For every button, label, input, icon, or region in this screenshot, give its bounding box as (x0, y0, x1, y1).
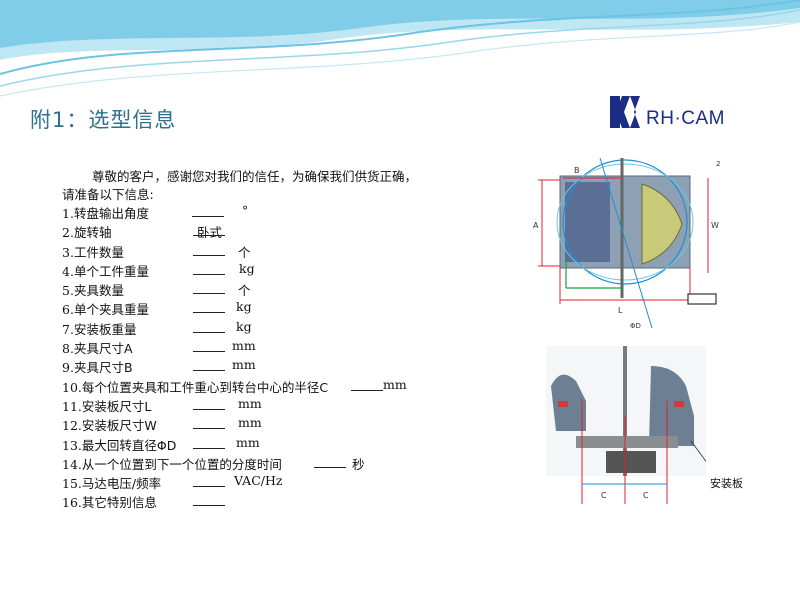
item-label: 每个位置夹具和工件重心到转台中心的半径C (81, 379, 329, 395)
unit-label: mm (232, 357, 256, 373)
item-label: 单个夹具重量 (73, 302, 149, 318)
fixture-left-shape (565, 182, 610, 262)
center-post (623, 346, 627, 476)
unit-label: kg (236, 299, 252, 315)
item-label: 夹具数量 (73, 283, 124, 299)
item-label: 最大回转直径ΦD (81, 437, 177, 453)
answer-field[interactable] (192, 216, 224, 217)
form-item-9: 9.夹具尺寸B mm (62, 357, 256, 376)
answer-field[interactable] (193, 428, 225, 430)
label-corner: 2 (716, 160, 720, 168)
form-item-12: 12.安装板尺寸W mm (62, 415, 262, 434)
unit-label: kg (239, 260, 255, 276)
item-label: 旋转轴 (73, 225, 112, 241)
answer-field[interactable] (193, 351, 225, 353)
left-fixture-shape (551, 374, 586, 431)
logo-text: RH·CAM (646, 108, 725, 129)
label-a: A (533, 221, 539, 230)
intro-paragraph: 尊敬的客户，感谢您对我们的信任，为确保我们供货正确， 请准备以下信息: (62, 168, 442, 204)
item-label: 工件数量 (73, 244, 124, 260)
label-w: W (711, 221, 719, 230)
unit-label: 个 (238, 283, 251, 299)
item-label: 安装板尺寸W (81, 418, 157, 434)
base-plate-shape (576, 436, 678, 448)
unit-label: ° (242, 203, 249, 218)
selection-form: 1.转盘输出角度 ° 2.旋转轴 卧式 3.工件数量 个 4.单个工件重量 kg… (62, 203, 407, 512)
form-item-15: 15.马达电压/频率 VAC/Hz (62, 473, 283, 492)
form-item-4: 4.单个工件重量 kg (62, 260, 255, 279)
form-item-2: 2.旋转轴 卧式 (62, 222, 328, 241)
answer-field[interactable] (193, 293, 225, 295)
page-title: 附1：选型信息 (30, 108, 177, 132)
header-wave-decoration (0, 0, 800, 97)
form-item-10: 10.每个位置夹具和工件重心到转台中心的半径C mm (62, 376, 407, 395)
fixture-front-diagram: C C (546, 346, 706, 504)
item-label: 安装板重量 (73, 321, 137, 337)
answer-underline (193, 235, 225, 237)
item-label: 夹具尺寸A (73, 341, 133, 357)
unit-label: 秒 (352, 456, 365, 472)
form-item-14: 14.从一个位置到下一个位置的分度时间 秒 (62, 454, 365, 473)
unit-label: mm (383, 376, 407, 392)
answer-field[interactable] (193, 486, 225, 488)
unit-label: kg (236, 318, 252, 334)
form-item-6: 6.单个夹具重量 kg (62, 299, 252, 318)
item-label: 马达电压/频率 (81, 476, 162, 492)
answer-field[interactable] (193, 273, 225, 275)
fixture-right-shape (641, 183, 683, 265)
form-item-11: 11.安装板尺寸L mm (62, 395, 262, 414)
unit-label: mm (238, 395, 262, 411)
item-label: 单个工件重量 (73, 263, 149, 279)
answer-field[interactable] (351, 389, 383, 391)
item-label: 安装板尺寸L (81, 398, 152, 414)
form-item-16: 16.其它特别信息 (62, 492, 328, 511)
item-label: 从一个位置到下一个位置的分度时间 (81, 456, 282, 472)
fixture-plan-diagram: A B W L ΦD 2 (533, 158, 720, 330)
unit-label: mm (232, 338, 256, 354)
answer-field[interactable] (193, 447, 225, 449)
rh-logo-icon (610, 96, 640, 128)
form-item-8: 8.夹具尺寸A mm (62, 338, 256, 357)
label-b: B (574, 166, 580, 175)
install-plate-label: 安装板 (710, 477, 743, 490)
form-item-1: 1.转盘输出角度 ° (62, 203, 249, 221)
form-item-3: 3.工件数量 个 (62, 242, 328, 261)
label-l: L (618, 306, 623, 315)
answer-field[interactable] (193, 331, 225, 333)
answer-field[interactable] (193, 312, 225, 314)
intro-line-2: 请准备以下信息: (62, 187, 154, 202)
item-label: 转盘输出角度 (73, 206, 149, 221)
unit-label: mm (236, 434, 260, 450)
form-item-7: 7.安装板重量 kg (62, 318, 252, 337)
answer-field[interactable] (193, 370, 225, 372)
answer-field[interactable] (193, 254, 225, 256)
form-item-13: 13.最大回转直径ΦD mm (62, 434, 260, 453)
unit-label: mm (238, 415, 262, 431)
label-phi-d: ΦD (630, 322, 641, 330)
intro-line-1: 尊敬的客户，感谢您对我们的信任，为确保我们供货正确， (92, 169, 418, 184)
item-label: 夹具尺寸B (73, 360, 133, 376)
answer-field[interactable] (193, 505, 225, 507)
unit-label: VAC/Hz (234, 473, 283, 489)
answer-value[interactable]: 卧式 (197, 225, 223, 241)
unit-label: 个 (238, 244, 251, 260)
label-c-right: C (643, 491, 649, 500)
label-c-left: C (601, 491, 607, 500)
company-logo: RH·CAM (586, 72, 764, 172)
answer-field[interactable] (314, 466, 346, 468)
item-label: 其它特别信息 (81, 495, 157, 511)
form-item-5: 5.夹具数量 个 (62, 280, 328, 299)
right-fixture-shape (649, 366, 694, 446)
answer-field[interactable] (193, 408, 225, 410)
swing-diameter-circle (562, 159, 688, 285)
